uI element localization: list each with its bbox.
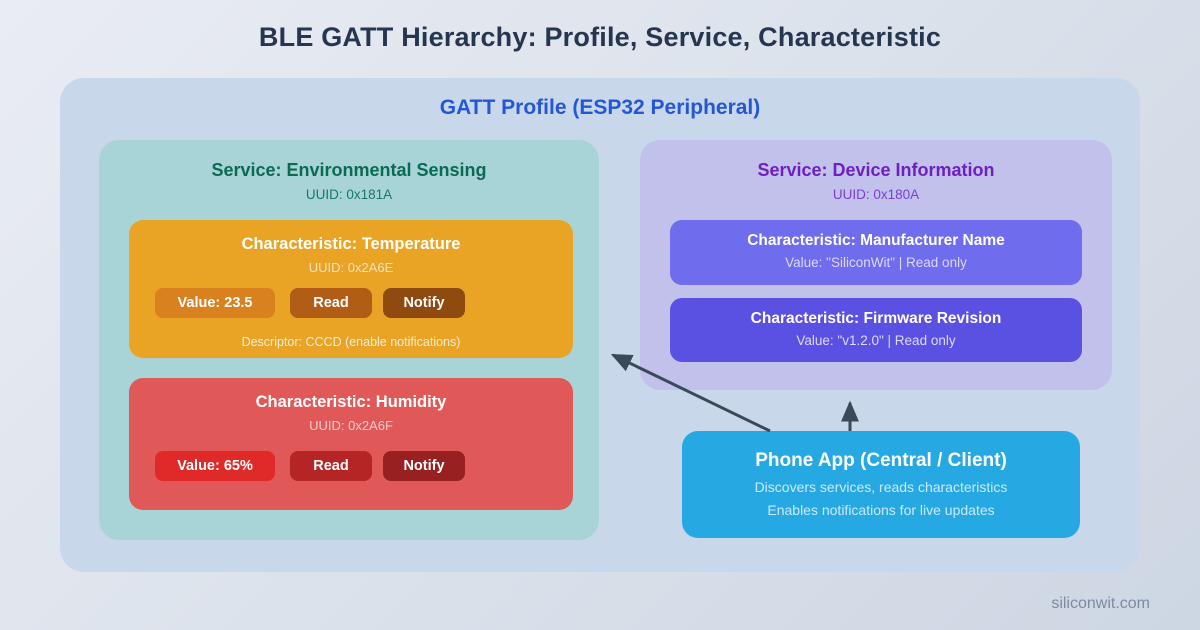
firmware-title: Characteristic: Firmware Revision: [750, 310, 1002, 327]
manufacturer-title: Characteristic: Manufacturer Name: [747, 232, 1005, 249]
temperature-read-pill: Read: [290, 288, 372, 318]
manufacturer-value: Value: "SiliconWit" | Read only: [785, 255, 967, 270]
phone-app-line2: Enables notifications for live updates: [767, 502, 995, 518]
gatt-profile-container: GATT Profile (ESP32 Peripheral) Service:…: [60, 78, 1140, 572]
firmware-value: Value: "v1.2.0" | Read only: [796, 333, 956, 348]
environmental-service-title: Service: Environmental Sensing: [211, 160, 487, 180]
device-service-title: Service: Device Information: [757, 160, 995, 180]
footer-watermark: siliconwit.com: [1051, 595, 1150, 612]
service-device-information: Service: Device Information UUID: 0x180A…: [640, 140, 1112, 390]
service-environmental-sensing: Service: Environmental Sensing UUID: 0x1…: [99, 140, 599, 540]
environmental-service-uuid: UUID: 0x181A: [305, 187, 393, 202]
temperature-value-pill: Value: 23.5: [155, 288, 275, 318]
device-service-uuid: UUID: 0x180A: [832, 187, 920, 202]
temperature-uuid: UUID: 0x2A6E: [308, 260, 394, 275]
humidity-value-pill: Value: 65%: [155, 451, 275, 481]
temperature-notify-pill: Notify: [383, 288, 465, 318]
humidity-notify-pill: Notify: [383, 451, 465, 481]
phone-app-box: Phone App (Central / Client) Discovers s…: [682, 431, 1080, 538]
humidity-uuid: UUID: 0x2A6F: [309, 418, 393, 433]
temperature-descriptor: Descriptor: CCCD (enable notifications): [241, 335, 461, 349]
humidity-title: Characteristic: Humidity: [255, 393, 447, 411]
characteristic-humidity: Characteristic: Humidity UUID: 0x2A6F Va…: [129, 378, 573, 510]
page-title: BLE GATT Hierarchy: Profile, Service, Ch…: [258, 22, 942, 52]
phone-app-title: Phone App (Central / Client): [755, 450, 1007, 471]
gatt-profile-title: GATT Profile (ESP32 Peripheral): [439, 96, 761, 119]
characteristic-manufacturer-name: Characteristic: Manufacturer Name Value:…: [670, 220, 1082, 285]
temperature-title: Characteristic: Temperature: [241, 235, 461, 253]
humidity-read-pill: Read: [290, 451, 372, 481]
characteristic-temperature: Characteristic: Temperature UUID: 0x2A6E…: [129, 220, 573, 358]
characteristic-firmware-revision: Characteristic: Firmware Revision Value:…: [670, 298, 1082, 362]
phone-app-line1: Discovers services, reads characteristic…: [754, 479, 1008, 495]
